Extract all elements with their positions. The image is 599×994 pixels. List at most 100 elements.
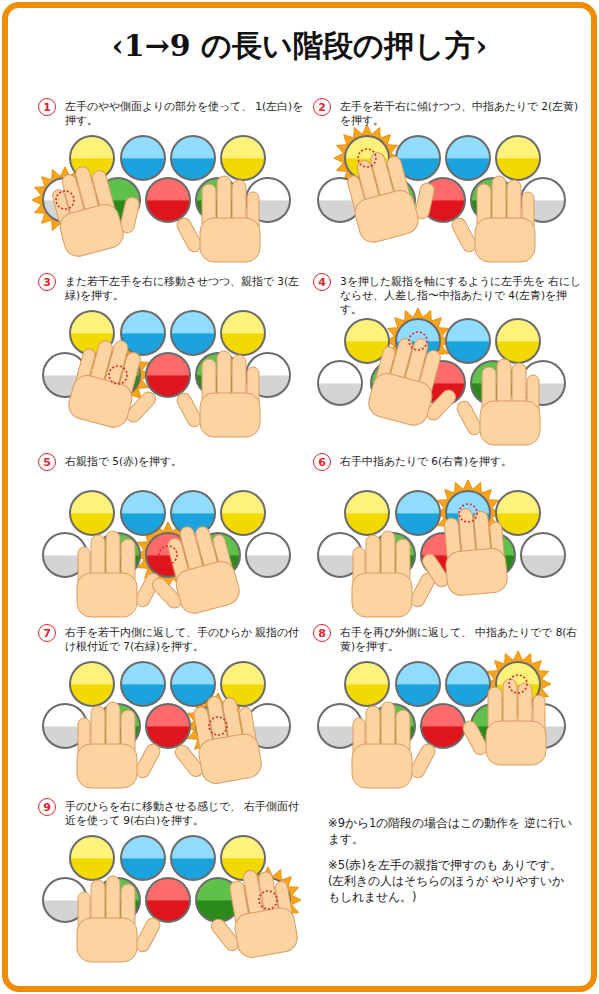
arcade-button bbox=[146, 178, 190, 222]
press-point bbox=[509, 675, 527, 693]
left-hand bbox=[46, 154, 151, 259]
step-number: 6 bbox=[318, 457, 326, 468]
hand-part bbox=[450, 216, 479, 254]
step-number-circle: 1 bbox=[38, 98, 56, 116]
left-hand bbox=[77, 531, 162, 617]
left-hand bbox=[352, 702, 437, 788]
step-number: 4 bbox=[318, 277, 326, 288]
hand-part bbox=[77, 918, 137, 962]
frame-border bbox=[5, 5, 594, 989]
arcade-button bbox=[146, 353, 190, 397]
press-point bbox=[459, 504, 477, 522]
right-hand bbox=[138, 518, 243, 623]
button-panel bbox=[43, 491, 290, 623]
arcade-button bbox=[171, 836, 215, 880]
hand-part bbox=[366, 370, 435, 428]
left-hand bbox=[77, 876, 162, 962]
button-panel bbox=[318, 308, 565, 445]
hand-part bbox=[445, 547, 509, 596]
arcade-button bbox=[496, 319, 540, 363]
hand-part bbox=[77, 573, 137, 617]
step-number: 9 bbox=[43, 802, 51, 813]
right-hand bbox=[455, 359, 540, 445]
step-number: 8 bbox=[318, 628, 326, 639]
arcade-button bbox=[171, 136, 215, 180]
arcade-button bbox=[496, 136, 540, 180]
arcade-button bbox=[171, 491, 215, 535]
right-hand bbox=[461, 679, 546, 765]
step-number-circle: 2 bbox=[313, 98, 331, 116]
button-panel bbox=[318, 125, 565, 262]
step-description: 右手を若干内側に返して、手のひらか 親指の付け根付近で 7(右緑)を押す。 bbox=[65, 625, 310, 653]
arcade-button bbox=[421, 704, 465, 748]
step-number: 7 bbox=[43, 628, 51, 639]
arcade-button bbox=[146, 878, 190, 922]
arcade-button bbox=[171, 311, 215, 355]
hand-part bbox=[455, 399, 484, 437]
step-number-circle: 8 bbox=[313, 624, 331, 642]
arcade-button bbox=[521, 533, 565, 577]
note: (左利きの人はそちらのほうが やりやすいかもしれません。) bbox=[328, 873, 573, 905]
right-hand bbox=[200, 864, 299, 964]
arcade-button bbox=[221, 311, 265, 355]
step-number: 2 bbox=[318, 102, 326, 113]
arcade-button bbox=[121, 491, 165, 535]
arcade-button bbox=[246, 533, 290, 577]
hand-part bbox=[200, 393, 260, 437]
step-description: 3を押した親指を軸にするように左手先を 右にしならせ、人差し指〜中指あたりで 4… bbox=[340, 274, 585, 316]
button-panel bbox=[43, 836, 301, 964]
hand-part bbox=[352, 744, 412, 788]
hand-part bbox=[475, 218, 535, 262]
arcade-button bbox=[221, 136, 265, 180]
hand-part bbox=[175, 391, 204, 429]
left-hand bbox=[77, 702, 162, 788]
hand-part bbox=[352, 187, 421, 245]
right-hand bbox=[175, 351, 260, 437]
button-panel bbox=[318, 480, 565, 617]
arcade-button bbox=[345, 662, 389, 706]
hand-part bbox=[461, 719, 490, 757]
title: ‹1→9 の長い階段の押し方› bbox=[0, 26, 599, 66]
arcade-button bbox=[70, 836, 114, 880]
arcade-button bbox=[121, 136, 165, 180]
arcade-button bbox=[496, 491, 540, 535]
press-point bbox=[159, 546, 177, 564]
step-number: 3 bbox=[43, 277, 51, 288]
right-hand bbox=[450, 176, 535, 262]
arcade-button bbox=[318, 361, 362, 405]
step-description: 右親指で 5(赤)を押す。 bbox=[65, 454, 310, 468]
hand-part bbox=[408, 742, 437, 780]
button-panel bbox=[318, 651, 565, 788]
hand-part bbox=[175, 216, 204, 254]
hand-part bbox=[133, 916, 162, 954]
hand-part bbox=[133, 742, 162, 780]
note: ※5(赤)を左手の親指で押すのも ありです。 bbox=[328, 857, 573, 873]
arcade-button bbox=[345, 491, 389, 535]
left-hand bbox=[352, 531, 437, 617]
button-panel bbox=[32, 136, 290, 262]
arcade-button bbox=[70, 662, 114, 706]
right-hand bbox=[164, 690, 263, 790]
left-hand bbox=[66, 332, 171, 437]
hand-part bbox=[173, 558, 242, 616]
step-description: 左手を若干右に傾けつつ、中指あたりで 2(左黄)を押す。 bbox=[340, 99, 585, 127]
arcade-button bbox=[146, 704, 190, 748]
arcade-button bbox=[121, 662, 165, 706]
press-point bbox=[109, 366, 127, 384]
press-point bbox=[409, 332, 427, 350]
hand-part bbox=[77, 744, 137, 788]
step-description: また若干左手を右に移動させつつ、親指で 3(左緑)を押す。 bbox=[65, 274, 310, 302]
step-number-circle: 4 bbox=[313, 273, 331, 291]
hand-part bbox=[233, 906, 300, 960]
arcade-button bbox=[446, 319, 490, 363]
press-point bbox=[259, 891, 277, 909]
left-hand bbox=[366, 330, 471, 435]
step-number: 5 bbox=[43, 457, 51, 468]
hand-part bbox=[66, 372, 135, 430]
arcade-button bbox=[121, 836, 165, 880]
step-number-circle: 9 bbox=[38, 798, 56, 816]
arcade-button bbox=[396, 491, 440, 535]
step-number-circle: 3 bbox=[38, 273, 56, 291]
